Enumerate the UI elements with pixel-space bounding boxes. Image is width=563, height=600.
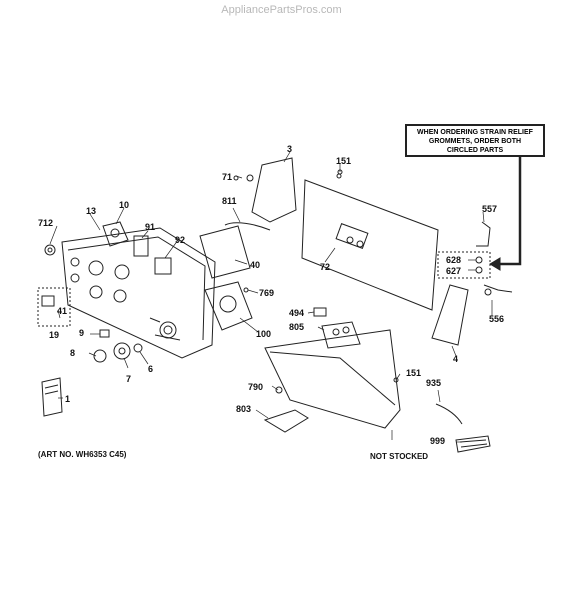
label-627: 627 <box>446 266 462 276</box>
label-71: 71 <box>222 172 233 182</box>
part-999[interactable] <box>455 435 491 453</box>
valve-805-part[interactable] <box>321 321 361 349</box>
label-557: 557 <box>482 204 498 214</box>
label-40: 40 <box>250 260 261 270</box>
watermark: AppliancePartsPros.com <box>221 4 342 16</box>
lens-part[interactable] <box>99 329 110 338</box>
label-935: 935 <box>426 378 442 388</box>
manual-part[interactable] <box>41 377 63 417</box>
label-19: 19 <box>49 330 60 340</box>
label-1: 1 <box>65 394 71 404</box>
part-556[interactable] <box>483 284 513 293</box>
button-part[interactable] <box>93 349 107 363</box>
label-805: 805 <box>289 322 305 332</box>
switch-92-part[interactable] <box>154 257 172 275</box>
board-40-part[interactable] <box>199 225 251 279</box>
label-41: 41 <box>57 306 68 316</box>
backsplash-72-part[interactable] <box>301 179 439 311</box>
label-790: 790 <box>248 382 264 392</box>
label-9: 9 <box>79 328 85 338</box>
note-line-2: GROMMETS, ORDER BOTH <box>428 138 522 145</box>
knob-part[interactable] <box>44 244 56 256</box>
note-line-3: CIRCLED PARTS <box>446 147 504 154</box>
label-556: 556 <box>489 314 505 324</box>
label-10: 10 <box>119 200 130 210</box>
control-panel-part[interactable] <box>61 227 216 359</box>
label-151-top: 151 <box>336 156 352 166</box>
label-4: 4 <box>453 354 459 364</box>
note-line-1: WHEN ORDERING STRAIN RELIEF <box>417 129 533 136</box>
part-494[interactable] <box>313 307 327 317</box>
label-811: 811 <box>222 196 237 206</box>
grouped-parts-box <box>37 287 71 327</box>
switch-part[interactable] <box>41 295 55 307</box>
label-100: 100 <box>256 329 272 339</box>
bracket-3-part[interactable] <box>251 157 297 223</box>
label-494: 494 <box>289 308 305 318</box>
part-557[interactable] <box>476 221 491 247</box>
label-628: 628 <box>446 255 462 265</box>
switch-91-part[interactable] <box>133 235 149 257</box>
label-72: 72 <box>320 262 331 272</box>
not-stocked-label: NOT STOCKED <box>370 452 429 461</box>
label-7: 7 <box>126 374 132 384</box>
label-769: 769 <box>259 288 275 298</box>
board-part[interactable] <box>102 221 129 247</box>
label-92: 92 <box>175 235 186 245</box>
grommet-box <box>437 251 491 279</box>
label-13: 13 <box>86 206 97 216</box>
label-91: 91 <box>145 222 156 232</box>
knob-dial-part[interactable] <box>113 342 131 360</box>
label-151-bottom: 151 <box>406 368 422 378</box>
base-frame-part[interactable] <box>264 329 401 429</box>
ordering-note: WHEN ORDERING STRAIN RELIEF GROMMETS, OR… <box>405 124 545 157</box>
wire-811-part[interactable] <box>224 222 271 231</box>
label-803: 803 <box>236 404 252 414</box>
part-790[interactable] <box>275 386 283 394</box>
timer-100-part[interactable] <box>204 281 253 331</box>
label-3: 3 <box>287 144 293 154</box>
leg-4-part[interactable] <box>431 284 469 346</box>
part-803[interactable] <box>263 409 309 433</box>
label-8: 8 <box>70 348 76 358</box>
art-number: (ART NO. WH6353 C45) <box>38 450 127 459</box>
label-6: 6 <box>148 364 154 374</box>
part-935[interactable] <box>435 403 463 425</box>
label-999: 999 <box>430 436 446 446</box>
clip-part[interactable] <box>133 343 143 353</box>
label-712: 712 <box>38 218 54 228</box>
